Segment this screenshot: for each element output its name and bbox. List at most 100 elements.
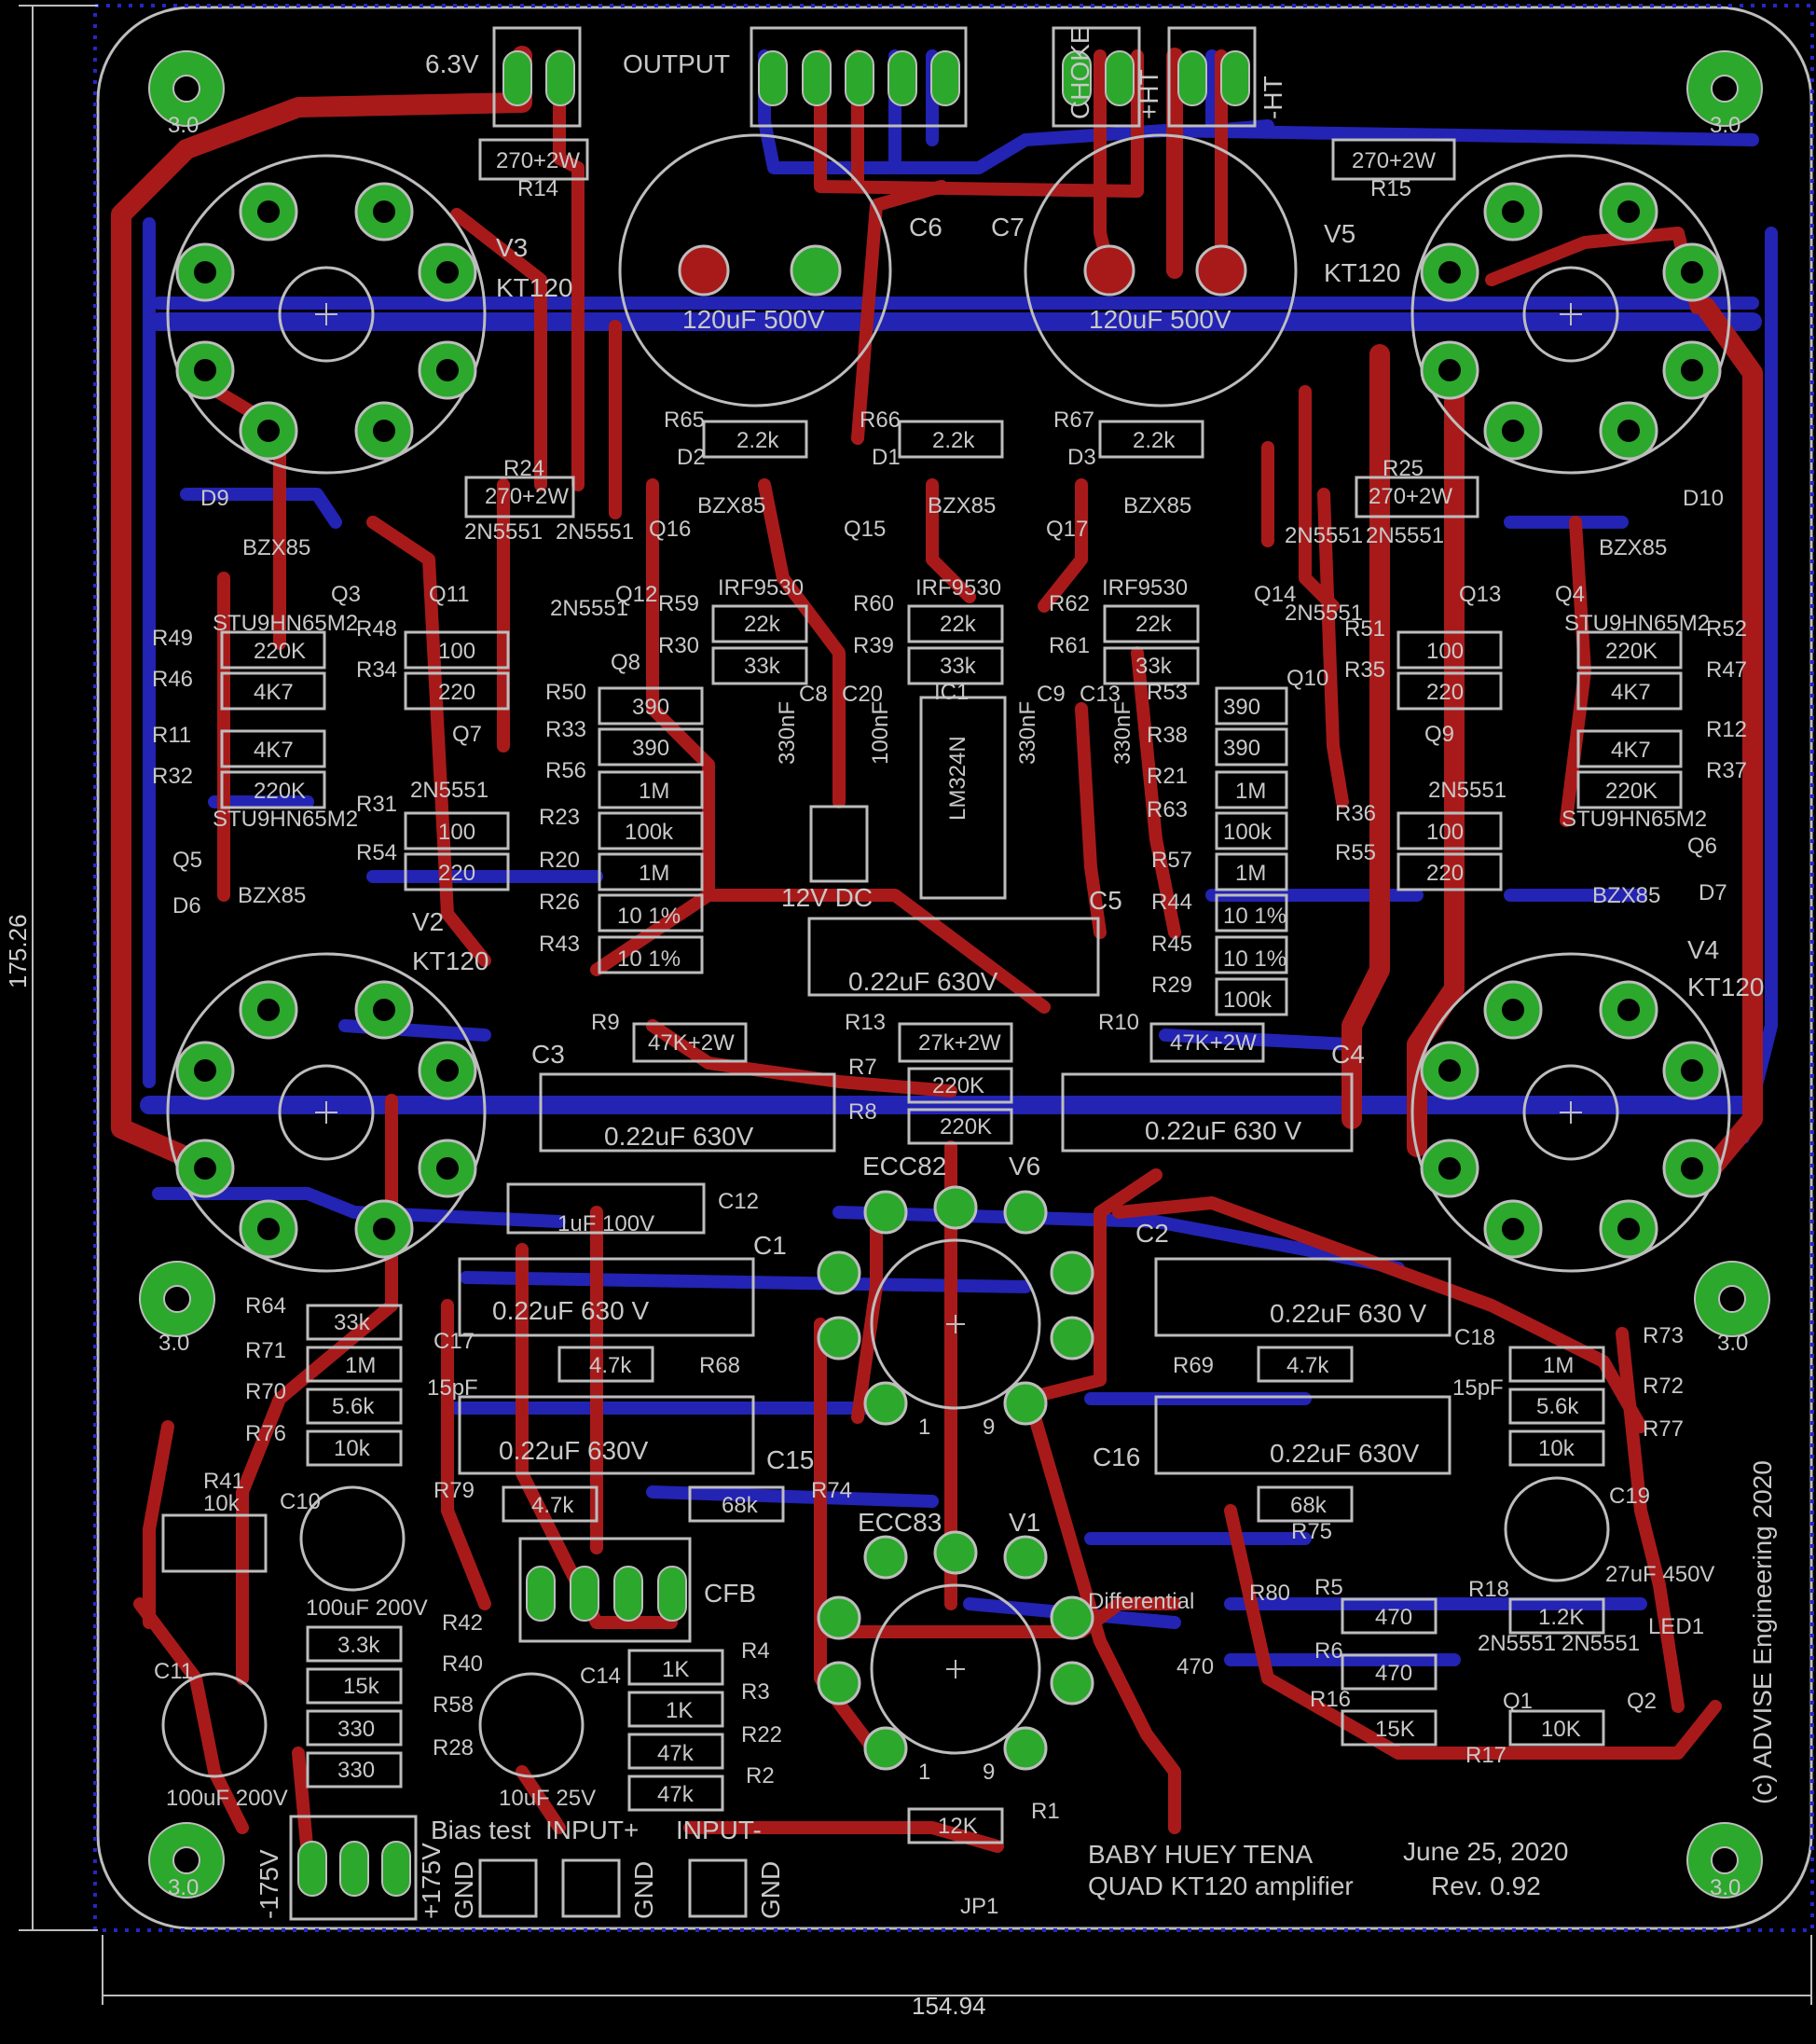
res-ref: R64: [245, 1293, 286, 1319]
res-val: 100: [438, 820, 475, 845]
d1-ref: D1: [872, 445, 901, 470]
res-val: 10 1%: [1223, 904, 1286, 929]
mounting-hole-ml: [139, 1261, 215, 1337]
res-val: 220K: [1605, 639, 1658, 664]
led1-ref: LED1: [1648, 1614, 1704, 1639]
res-ref: R36: [1335, 801, 1376, 826]
pin-label: 9: [983, 1760, 995, 1785]
q16-ref: Q16: [649, 517, 691, 542]
res-val: 47K+2W: [648, 1030, 735, 1056]
irf9530-label: IRF9530: [915, 575, 1001, 601]
res-val: 4.7k: [1286, 1353, 1329, 1378]
tube-type-v1: ECC83: [858, 1508, 942, 1537]
cap-c5: C5: [1089, 886, 1122, 915]
cap-c9: C9: [1037, 682, 1066, 707]
resistor-bodies: [161, 138, 1683, 1844]
label-minus-ht: -HT: [1259, 76, 1287, 119]
res-ref: R34: [356, 657, 397, 683]
res-val: 470: [1375, 1605, 1412, 1630]
res-val: 10k: [203, 1491, 241, 1516]
mounting-hole-tr: [1686, 50, 1763, 127]
res-ref: R44: [1151, 890, 1192, 915]
label-cfb: CFB: [704, 1579, 756, 1608]
res-ref: R77: [1643, 1416, 1684, 1442]
res-ref: R79: [433, 1478, 475, 1503]
res-ref: R52: [1706, 616, 1747, 642]
res-val: 1M: [1235, 779, 1266, 804]
res-val: 1K: [662, 1657, 689, 1682]
res-val: 10 1%: [1223, 946, 1286, 972]
cap-c14-value: 10uF 25V: [499, 1786, 596, 1811]
label-neg175: -175V: [255, 1849, 283, 1919]
label-pos175: +175V: [417, 1843, 446, 1919]
npn-label: 2N5551: [1478, 1631, 1556, 1656]
label-input-minus: INPUT-: [676, 1816, 762, 1844]
res-ref: R45: [1151, 932, 1192, 957]
res-ref: R3: [741, 1679, 770, 1705]
ic1-part: LM324N: [945, 736, 970, 821]
res-ref: R66: [860, 407, 901, 433]
title-line-2: QUAD KT120 amplifier: [1088, 1871, 1354, 1900]
cap-c13-value: 330nF: [1110, 701, 1135, 765]
res-ref: R31: [356, 792, 397, 817]
cap-c6: C6: [909, 213, 942, 242]
cap-c11-value: 100uF 200V: [166, 1786, 288, 1811]
res-val: 1K: [666, 1698, 693, 1723]
cap-c2: C2: [1135, 1219, 1169, 1248]
label-6v3: 6.3V: [425, 49, 479, 78]
irf9530-label: IRF9530: [718, 575, 804, 601]
res-ref: R58: [433, 1692, 474, 1718]
res-ref: R72: [1643, 1374, 1684, 1399]
res-ref: R68: [699, 1353, 740, 1378]
res-ref: R32: [152, 764, 193, 789]
cap-c15: C15: [766, 1445, 814, 1474]
res-val: 1M: [345, 1353, 376, 1378]
res-ref: R17: [1465, 1743, 1506, 1768]
q14-ref: Q14: [1254, 582, 1296, 607]
copyright-text: (c) ADVISE Engineering 2020: [1748, 1460, 1777, 1804]
bzx85-label: BZX85: [1592, 883, 1660, 908]
res-val: 4K7: [254, 738, 294, 763]
res-val: 22k: [1135, 612, 1173, 637]
d7-ref: D7: [1699, 880, 1727, 905]
label-input-plus: INPUT+: [545, 1816, 639, 1844]
cap-c12-value: 1uF 100V: [557, 1211, 654, 1236]
tube-type-v6: ECC82: [862, 1152, 946, 1181]
res-ref: R29: [1151, 973, 1192, 998]
label-bias-test: Bias test: [431, 1816, 531, 1844]
bzx85-label: BZX85: [242, 535, 310, 560]
title-revision: Rev. 0.92: [1431, 1871, 1541, 1900]
res-ref: R13: [845, 1010, 886, 1035]
label-gnd: GND: [756, 1861, 785, 1919]
cap-c4-value: 0.22uF 630 V: [1145, 1116, 1301, 1145]
cap-c2-value: 0.22uF 630 V: [1270, 1299, 1426, 1328]
npn-label: 2N5551: [1561, 1631, 1640, 1656]
stu-label: STU9HN65M2: [213, 807, 358, 832]
mounting-hole-mr: [1694, 1261, 1770, 1337]
npn-label: 2N5551: [1285, 523, 1363, 548]
res-val: 2.2k: [932, 428, 975, 453]
cap-c7-value: 120uF 500V: [1089, 305, 1231, 334]
cap-c6-value: 120uF 500V: [682, 305, 825, 334]
res-ref: R54: [356, 840, 397, 865]
q15-ref: Q15: [844, 517, 886, 542]
res-ref: R2: [746, 1763, 775, 1788]
bzx85-label: BZX85: [238, 883, 306, 908]
res-val: 33k: [940, 654, 977, 679]
res-val: 100: [438, 639, 475, 664]
res-val: 10 1%: [617, 904, 681, 929]
res-ref: R5: [1314, 1575, 1343, 1600]
q5-ref: Q5: [172, 848, 202, 873]
res-ref: R51: [1344, 616, 1385, 642]
q3-ref: Q3: [331, 582, 361, 607]
cap-c17-value: 15pF: [427, 1375, 478, 1401]
res-ref: R8: [848, 1099, 877, 1125]
res-ref: R25: [1383, 456, 1424, 481]
tube-ref-v6: V6: [1009, 1152, 1040, 1181]
res-val: 270+2W: [1352, 148, 1436, 173]
res-val: 100: [1426, 639, 1464, 664]
cap-c19-value: 27uF 450V: [1605, 1562, 1714, 1587]
res-ref: R16: [1310, 1687, 1351, 1712]
res-val: 4K7: [1611, 738, 1651, 763]
tube-type-v2: KT120: [412, 946, 489, 975]
